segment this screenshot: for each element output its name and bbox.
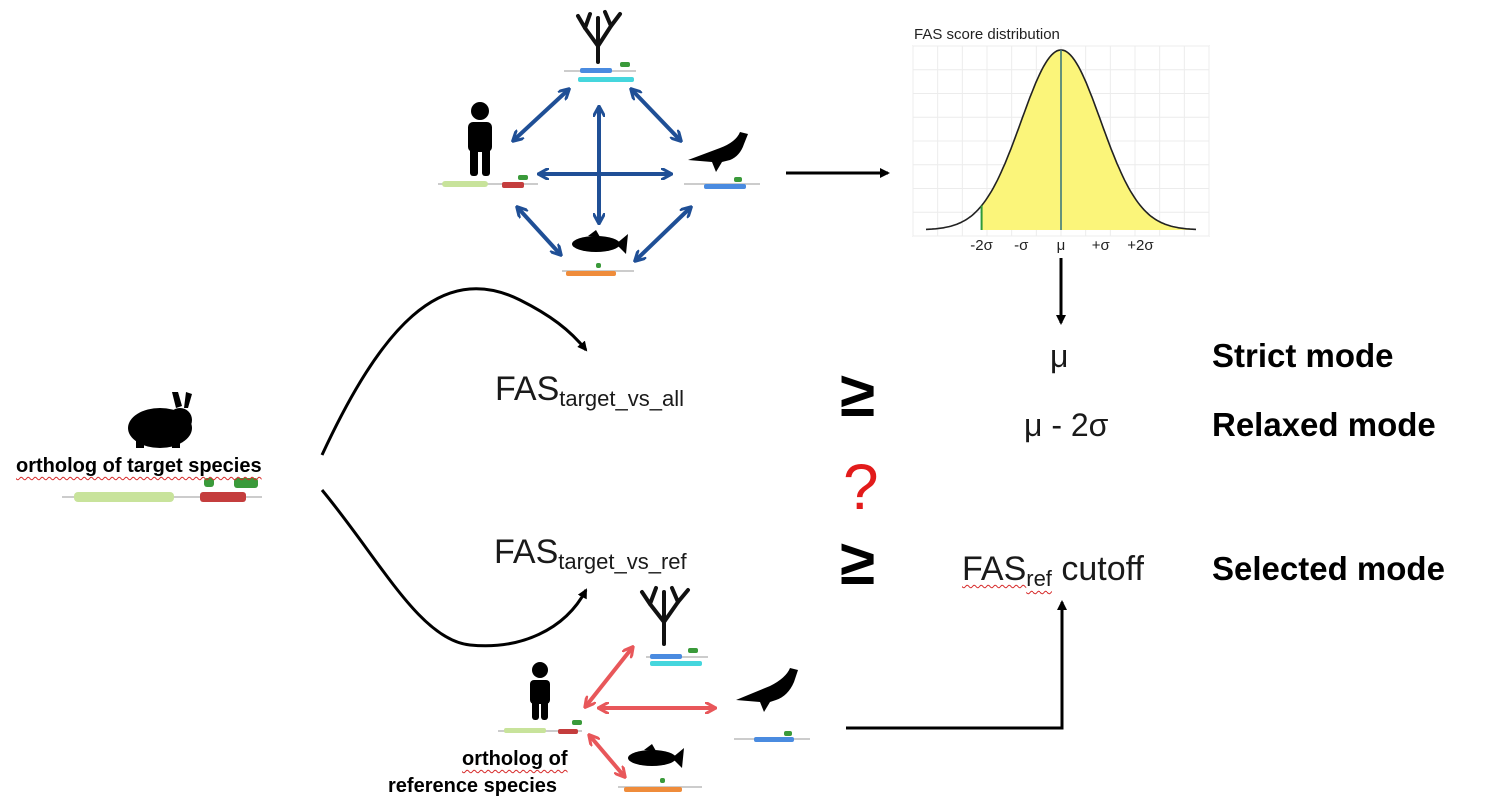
fish-icon <box>628 744 684 768</box>
fas-ref-cutoff: FASref cutoff <box>962 550 1144 592</box>
fas-target-vs-ref: FAStarget_vs_ref <box>494 533 687 575</box>
protein-architecture-ref-tree <box>646 648 708 666</box>
fas-ref-base: FAS <box>494 533 559 571</box>
fas-cutoff-subscript: ref <box>1026 566 1052 591</box>
protein-architecture-ref-fish <box>618 778 702 792</box>
relaxed-mode-label: Relaxed mode <box>1212 406 1436 443</box>
arrow-tree-bird <box>632 90 680 140</box>
fas-all-subscript: target_vs_all <box>559 386 684 411</box>
bird-icon <box>688 132 748 172</box>
protein-architecture-bird <box>684 177 760 189</box>
shaded-area <box>981 50 1196 230</box>
x-tick-label: +2σ <box>1127 237 1154 254</box>
bird-icon <box>736 668 798 712</box>
x-tick-label: -σ <box>1014 237 1029 254</box>
arrow-to-cutoff <box>846 600 1067 730</box>
x-axis-ticks: -2σ -σ μ +σ +2σ <box>970 237 1154 254</box>
reference-network <box>498 586 810 792</box>
relaxed-threshold: μ - 2σ <box>1024 407 1109 443</box>
reference-ortholog-label-line2: reference species <box>388 775 558 797</box>
fas-target-vs-all: FAStarget_vs_all <box>495 370 684 412</box>
curve-arrow-to-fas-ref <box>320 489 588 648</box>
greater-equal-bottom: ≥ <box>840 526 876 598</box>
protein-architecture-ref-human <box>498 720 582 734</box>
x-tick-label: +σ <box>1092 237 1111 254</box>
fas-all-base: FAS <box>495 370 560 408</box>
arrow-ref-tree <box>586 648 632 706</box>
human-icon <box>530 662 550 720</box>
reference-ortholog-label-line1: ortholog of <box>462 748 568 770</box>
arrow-fish-bird <box>636 208 690 260</box>
fas-ref-subscript: target_vs_ref <box>558 549 687 574</box>
protein-architecture-tree <box>564 62 636 82</box>
human-icon <box>468 102 492 176</box>
question-mark: ? <box>843 451 879 523</box>
selected-mode-label: Selected mode <box>1212 550 1445 587</box>
fas-cutoff-suffix: cutoff <box>1051 550 1144 588</box>
tree-icon <box>576 10 622 64</box>
arrow-human-fish <box>518 208 560 254</box>
target-ortholog-label: ortholog of target species <box>16 455 262 477</box>
chart-title: FAS score distribution <box>914 26 1060 43</box>
fish-icon <box>572 230 628 254</box>
arrow-ref-fish <box>590 736 624 776</box>
curve-arrow-to-fas-all <box>320 287 588 456</box>
protein-architecture-human <box>438 175 538 188</box>
fas-distribution-chart: -2σ -σ μ +σ +2σ <box>912 45 1210 254</box>
target-vs-reference-arrows <box>586 648 714 776</box>
x-tick-label: μ <box>1057 237 1066 254</box>
greater-equal-top: ≥ <box>840 358 876 430</box>
all-vs-all-arrows <box>514 90 690 260</box>
protein-architecture-ref-bird <box>734 731 810 742</box>
tree-icon <box>640 586 690 646</box>
strict-threshold: μ <box>1050 338 1069 374</box>
arrow-human-tree <box>514 90 568 140</box>
rabbit-icon <box>128 392 192 448</box>
strict-mode-label: Strict mode <box>1212 337 1394 374</box>
protein-architecture-target <box>62 478 262 502</box>
x-tick-label: -2σ <box>970 237 993 254</box>
all-species-network <box>438 10 760 276</box>
fas-cutoff-base: FAS <box>962 550 1027 588</box>
protein-architecture-fish <box>562 263 634 276</box>
